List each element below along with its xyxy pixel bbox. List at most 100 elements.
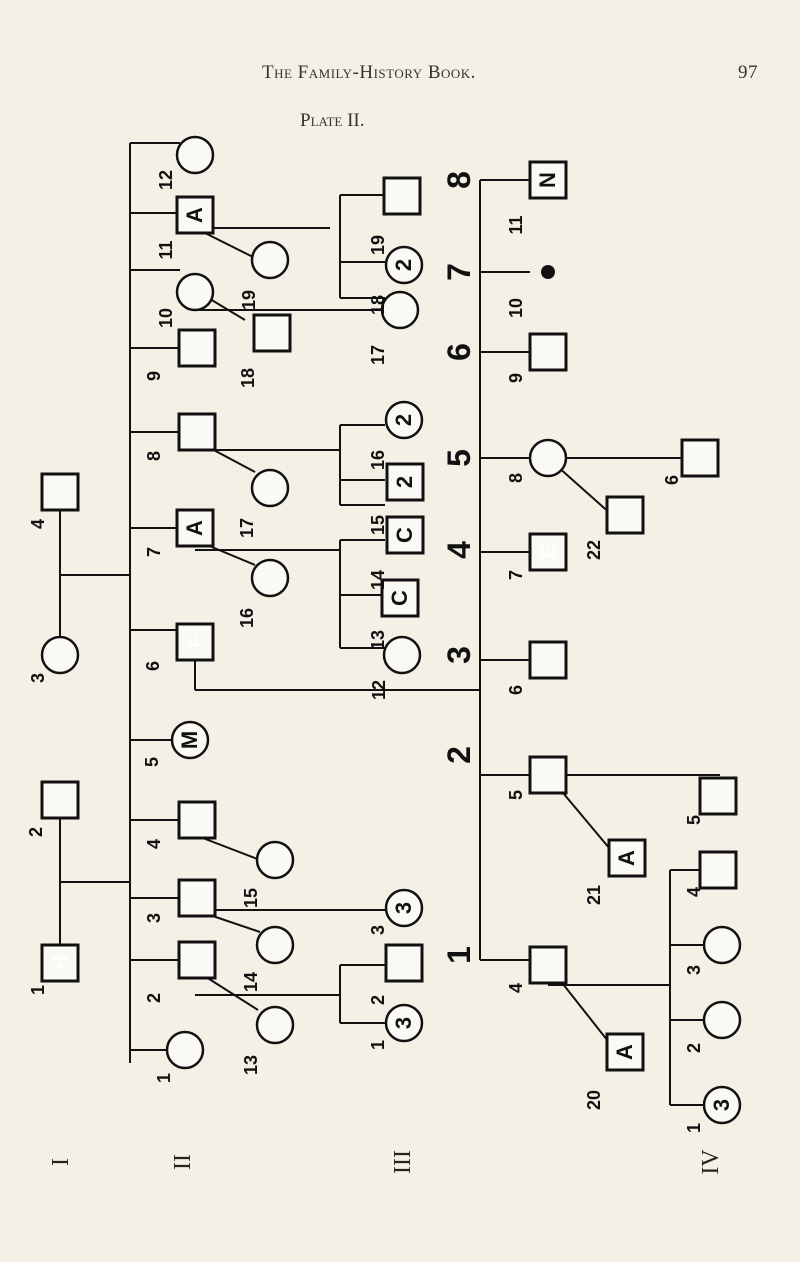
person-iii-16[interactable]: 2 (384, 400, 424, 440)
person-iii-21[interactable]: A (607, 838, 647, 878)
person-label: 9 (506, 373, 526, 383)
person-iii-8[interactable] (528, 438, 568, 478)
generation-column-number: 5 (441, 449, 477, 467)
person-label: 20 (584, 1090, 604, 1110)
person-ii-12[interactable] (175, 135, 215, 175)
person-ii-16[interactable] (250, 558, 290, 598)
person-label: 8 (506, 473, 526, 483)
person-iv-6[interactable] (680, 438, 720, 478)
person-glyph: H (50, 956, 72, 970)
person-label: 10 (506, 298, 526, 318)
person-iii-9[interactable] (528, 332, 568, 372)
person-label: 14 (241, 972, 261, 992)
person-ii-6[interactable]: F (175, 622, 215, 662)
person-iii-7[interactable]: E (528, 532, 568, 572)
person-label: 3 (684, 965, 704, 975)
person-iv-2[interactable] (702, 1000, 742, 1040)
person-iii-4[interactable] (528, 945, 568, 985)
male-symbol (177, 940, 217, 980)
male-symbol (528, 755, 568, 795)
person-iii-19[interactable] (382, 176, 422, 216)
female-symbol (170, 720, 210, 760)
person-label: 4 (684, 887, 704, 897)
person-i-4[interactable] (40, 472, 80, 512)
person-label: 1 (154, 1073, 174, 1083)
person-iii-20[interactable]: A (605, 1032, 645, 1072)
person-label: 3 (368, 925, 388, 935)
person-iii-5[interactable] (528, 755, 568, 795)
person-iii-12[interactable] (382, 635, 422, 675)
person-label: 2 (684, 1043, 704, 1053)
male-symbol (382, 176, 422, 216)
person-label: 14 (368, 570, 388, 590)
generation-column-number: 8 (441, 171, 477, 189)
male-symbol (385, 462, 425, 502)
male-symbol (252, 313, 292, 353)
person-iii-3[interactable]: 3 (384, 888, 424, 928)
person-label: 11 (156, 240, 176, 259)
female-symbol (384, 888, 424, 928)
pedigree-lines (59, 142, 720, 1106)
person-ii-8[interactable] (177, 412, 217, 452)
person-iv-4[interactable] (698, 850, 738, 890)
person-label: 7 (144, 547, 164, 557)
person-iii-17[interactable] (380, 290, 420, 330)
person-glyph: N (535, 172, 560, 188)
person-label: 7 (506, 570, 526, 580)
person-label: 18 (368, 295, 388, 315)
male-symbol (177, 412, 217, 452)
female-symbol (382, 635, 422, 675)
person-label: 1 (684, 1123, 704, 1133)
person-ii-3[interactable] (177, 878, 217, 918)
person-iii-18[interactable]: 2 (384, 245, 424, 285)
male-symbol (175, 622, 215, 662)
person-i-1[interactable]: H (40, 943, 80, 983)
generation-column-number: 6 (441, 343, 477, 361)
person-ii-1[interactable] (165, 1030, 205, 1070)
person-ii-15[interactable] (255, 840, 295, 880)
male-symbol (698, 776, 738, 816)
person-iii-1[interactable]: 3 (384, 1003, 424, 1043)
person-iii-6[interactable] (528, 640, 568, 680)
person-iv-5[interactable] (698, 776, 738, 816)
person-ii-13[interactable] (255, 1005, 295, 1045)
person-glyph: 3 (391, 1017, 416, 1029)
person-iii-11[interactable]: N (528, 160, 568, 200)
male-symbol (380, 578, 420, 618)
person-iii-2[interactable] (384, 943, 424, 983)
person-ii-17[interactable] (250, 468, 290, 508)
female-symbol (175, 135, 215, 175)
person-label: 15 (241, 888, 261, 908)
person-label: 21 (584, 885, 604, 905)
person-label: 17 (237, 518, 257, 538)
person-iv-3[interactable] (702, 925, 742, 965)
person-ii-2[interactable] (177, 940, 217, 980)
male-symbol (40, 943, 80, 983)
generation-column-number: 1 (441, 946, 477, 964)
person-iii-13[interactable]: C (380, 578, 420, 618)
person-ii-9[interactable] (177, 328, 217, 368)
person-iii-14[interactable]: C (385, 515, 425, 555)
person-ii-5[interactable]: M (170, 720, 210, 760)
plate-caption: Plate II. (300, 110, 365, 131)
person-ii-10[interactable] (175, 272, 215, 312)
person-iv-1[interactable]: 3 (702, 1085, 742, 1125)
generation-numeral: IV (698, 1149, 724, 1175)
person-ii-7[interactable]: A (175, 508, 215, 548)
person-iii-22[interactable] (605, 495, 645, 535)
person-ii-18[interactable] (252, 313, 292, 353)
male-symbol (385, 515, 425, 555)
person-i-2[interactable] (40, 780, 80, 820)
person-ii-14[interactable] (255, 925, 295, 965)
female-symbol (384, 245, 424, 285)
male-symbol (40, 472, 80, 512)
person-ii-19[interactable] (250, 240, 290, 280)
person-ii-11[interactable]: A (175, 195, 215, 235)
person-ii-4[interactable] (177, 800, 217, 840)
person-label: 10 (156, 308, 176, 328)
person-iii-15[interactable]: 2 (385, 462, 425, 502)
male-symbol (528, 640, 568, 680)
person-i-3[interactable] (40, 635, 80, 675)
male-symbol (607, 838, 647, 878)
person-iii-10[interactable] (541, 265, 555, 279)
